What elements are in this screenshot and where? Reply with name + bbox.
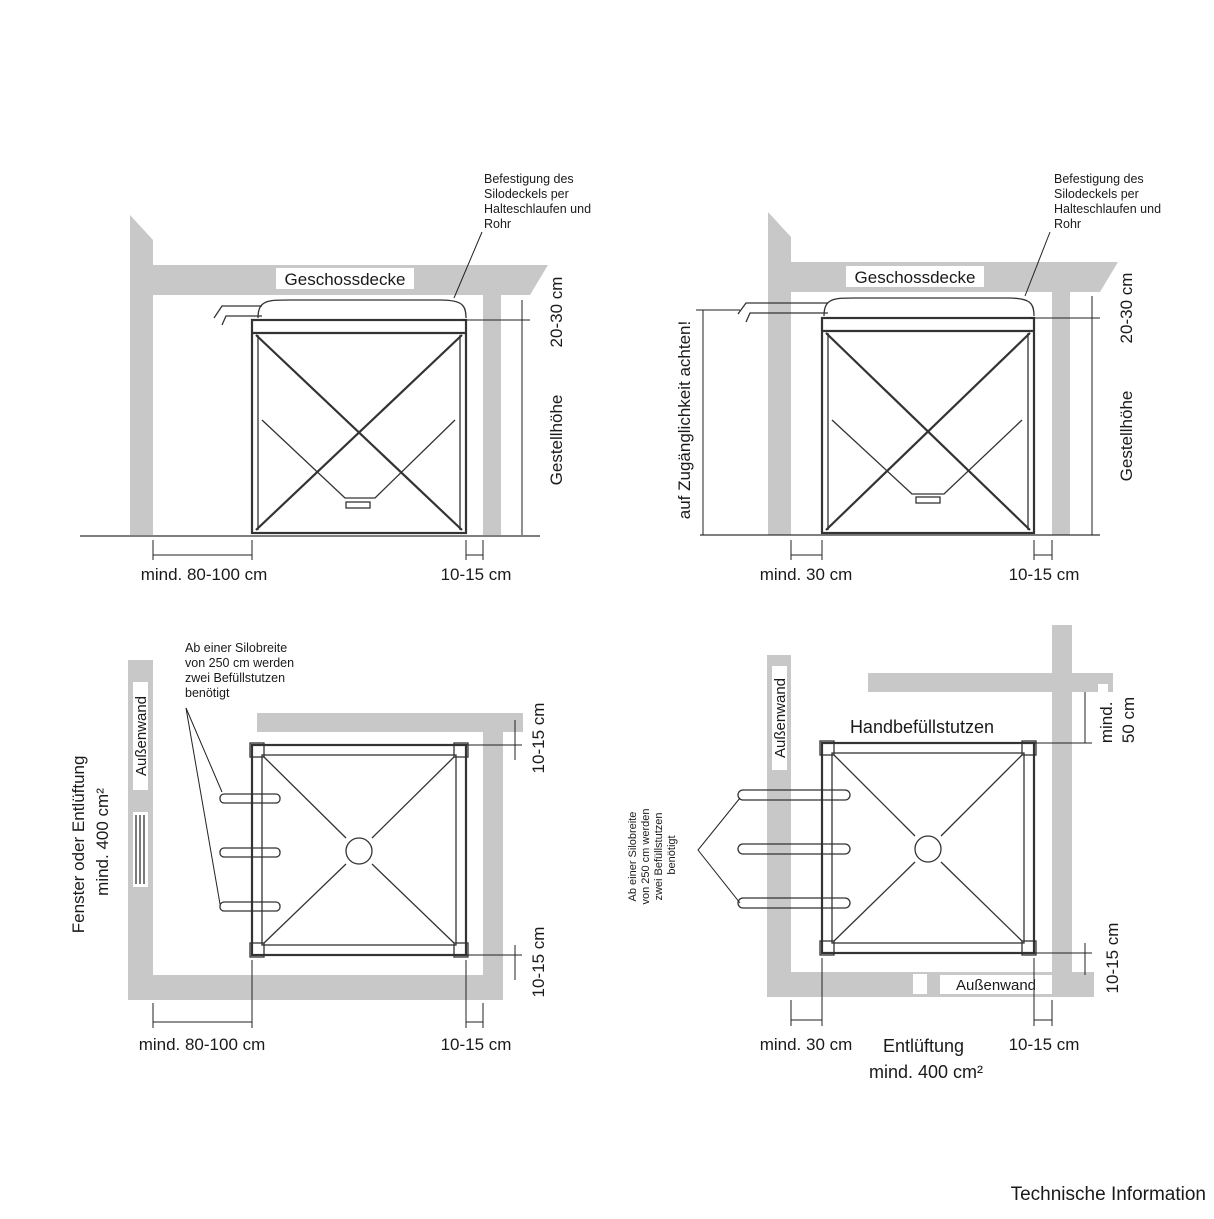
ceiling-label: Geschossdecke xyxy=(285,270,406,289)
silo-funnel xyxy=(261,419,456,499)
dim-top: 10-15 cm xyxy=(529,703,548,774)
fill-pipe xyxy=(213,305,262,326)
dim-left: mind. 30 cm xyxy=(760,565,853,584)
note-leader xyxy=(1024,231,1051,297)
silo-frame xyxy=(820,741,1036,955)
dim-top: mind. 50 cm xyxy=(1097,697,1138,743)
ceiling-label-plate xyxy=(276,268,414,289)
wall-label-left: Außenwand xyxy=(772,678,789,758)
wall-top xyxy=(868,673,1113,692)
vent-label: Fenster oder Entlüftung mind. 400 cm² xyxy=(69,751,112,933)
dim-left: mind. 80-100 cm xyxy=(141,565,268,584)
filler-pipes xyxy=(737,789,851,909)
dim-height: Gestellhöhe xyxy=(1117,391,1136,482)
dim-height: Gestellhöhe xyxy=(547,395,566,486)
wall-label-bottom: Außenwand xyxy=(956,977,1036,994)
corner-post xyxy=(249,742,265,758)
wall-right xyxy=(483,732,503,1000)
wall-left xyxy=(130,215,153,535)
note-leader xyxy=(185,707,221,905)
wall-left xyxy=(768,212,791,535)
silo-frame xyxy=(250,318,468,535)
silo-funnel xyxy=(831,419,1023,495)
dim-bottom-right: 10-15 cm xyxy=(529,927,548,998)
vent-label: Entlüftung mind. 400 cm² xyxy=(869,1036,983,1082)
corner-post xyxy=(453,942,469,958)
wall-label-plate xyxy=(133,682,148,790)
silo-inner xyxy=(261,754,457,946)
dim-top: 20-30 cm xyxy=(547,277,566,348)
footer-label: Technische Information xyxy=(1011,1184,1206,1205)
silo-lid xyxy=(823,297,1035,317)
silo-outlet xyxy=(914,835,942,863)
note-leader xyxy=(453,231,483,299)
corner-post xyxy=(1021,940,1037,956)
dim-right: 10-15 cm xyxy=(1009,565,1080,584)
wall-label-plate xyxy=(940,975,1052,994)
hand-label: Handbefüllstutzen xyxy=(850,717,994,737)
dim-left: mind. 80-100 cm xyxy=(139,1035,266,1054)
wall-label: Außenwand xyxy=(133,696,150,776)
dim-top: 20-30 cm xyxy=(1117,273,1136,344)
silo-frame xyxy=(250,743,468,957)
silo-outlet xyxy=(345,837,373,865)
wall-right xyxy=(1052,292,1070,535)
frame-brace-b xyxy=(825,332,1031,531)
corner-post xyxy=(249,942,265,958)
wall-label-plate xyxy=(772,666,787,770)
diag-d xyxy=(371,863,455,944)
silo-outlet xyxy=(345,501,371,509)
dim-right: 10-15 cm xyxy=(1009,1035,1080,1054)
panel-top-view-1: Außenwand Fenster oder Entlüftung mind. … xyxy=(69,641,548,1054)
dim-right: 10-15 cm xyxy=(441,565,512,584)
note-text: Befestigung des Silodeckels per Haltesch… xyxy=(1054,172,1165,231)
fill-pipe xyxy=(737,302,828,323)
note-text: Ab einer Silobreite von 250 cm werden zw… xyxy=(627,805,678,904)
ceiling-label-plate xyxy=(846,266,984,287)
corner-post xyxy=(453,742,469,758)
corner-post xyxy=(819,740,835,756)
dim-bottom-right: 10-15 cm xyxy=(1103,923,1122,994)
note-text: Ab einer Silobreite von 250 cm werden zw… xyxy=(185,641,298,700)
note-leader xyxy=(697,797,741,904)
diag-a xyxy=(833,754,916,837)
diag-c xyxy=(833,861,916,942)
window-mark xyxy=(133,812,148,887)
vent-gap xyxy=(913,974,927,994)
silo-lid xyxy=(257,299,467,319)
frame-brace-b xyxy=(255,334,463,531)
panel-side-view-2: Geschossdecke Befestigung des Silodeckel… xyxy=(675,172,1165,584)
diag-b xyxy=(940,754,1023,837)
wall-notch xyxy=(1098,684,1108,692)
diag-c xyxy=(263,863,347,944)
wall-top xyxy=(257,713,523,732)
silo-inner xyxy=(831,752,1025,944)
dim-left: mind. 30 cm xyxy=(760,1035,853,1054)
wall-column xyxy=(1052,625,1072,997)
wall-bottom xyxy=(153,975,503,1000)
corner-post xyxy=(819,940,835,956)
note-leader xyxy=(185,707,223,793)
ceiling-label: Geschossdecke xyxy=(855,268,976,287)
silo-outlet xyxy=(915,496,941,504)
diag-a xyxy=(263,756,347,839)
dim-access: auf Zugänglichkeit achten! xyxy=(675,321,694,519)
diag-d xyxy=(940,861,1023,942)
wall-right xyxy=(483,295,501,535)
corner-post xyxy=(1021,740,1037,756)
panel-side-view-1: Geschossdecke Befestigung des Silodeckel… xyxy=(80,172,595,584)
silo-frame xyxy=(820,316,1036,535)
dim-right: 10-15 cm xyxy=(441,1035,512,1054)
note-text: Befestigung des Silodeckels per Haltesch… xyxy=(484,172,595,231)
diag-b xyxy=(371,756,455,839)
panel-top-view-2: Außenwand Außenwand Handbefüllstutzen Ab… xyxy=(627,625,1138,1082)
filler-pipes xyxy=(219,793,281,912)
